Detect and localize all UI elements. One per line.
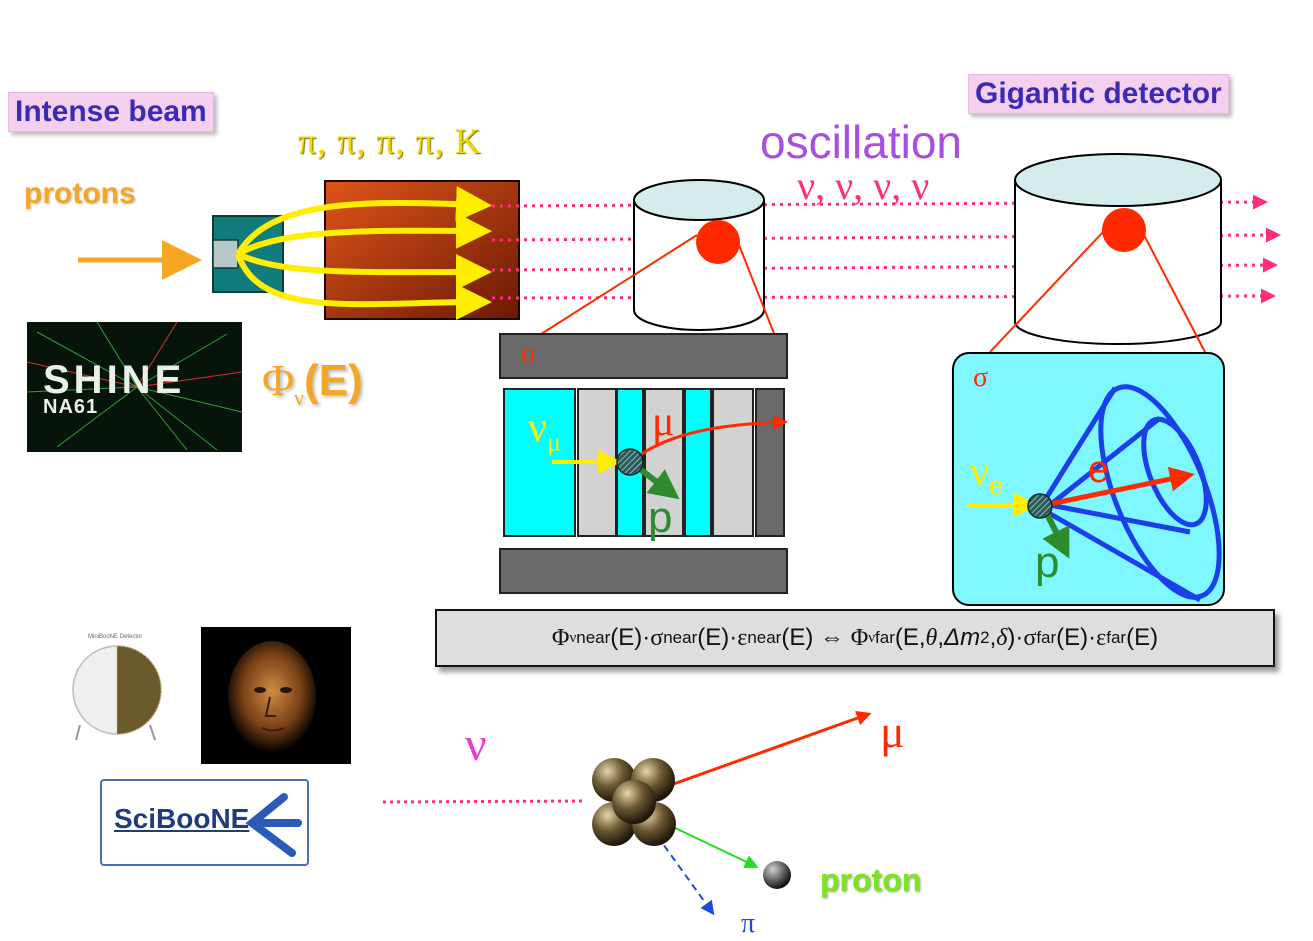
sculpture-photo <box>201 627 351 764</box>
formula-e-2: (E)· <box>697 624 738 651</box>
formula-far-1: far <box>875 628 895 647</box>
oscillation-label: oscillation <box>760 116 962 168</box>
formula-args: (E, <box>894 624 926 651</box>
formula-sigma-far: σ <box>1023 624 1037 651</box>
meson-beam-arrows <box>235 186 492 321</box>
shine-tracks <box>27 322 242 451</box>
far-detector-zoom <box>952 352 1225 606</box>
flux-sub: ν <box>294 384 305 410</box>
proton-bottom-label: proton <box>820 862 922 898</box>
shine-logo-text: SHINE <box>43 358 186 402</box>
formula-far-3: far <box>1106 628 1127 647</box>
ejected-proton <box>763 861 791 889</box>
sciboone-logo: SciBooNE <box>100 779 309 866</box>
p-far-label: p <box>1035 538 1060 587</box>
sciboone-logo-mark <box>245 793 302 857</box>
flux-phi: Φ <box>262 356 295 405</box>
formula-e-4: (E)· <box>1056 624 1097 651</box>
nu-e-base: ν <box>970 449 989 495</box>
miniboone-caption: MiniBooNE Detector <box>88 634 143 640</box>
mu-bottom-label: μ <box>880 706 905 757</box>
pi-bottom-label: π <box>741 908 756 939</box>
mu-near-label: μ <box>652 399 675 445</box>
formula-sq: 2 <box>980 628 990 647</box>
flux-arg: (E) <box>304 356 363 405</box>
formula-nu-far: ν <box>868 629 876 646</box>
formula-theta: θ <box>925 624 938 651</box>
nu-mu-base: ν <box>528 405 547 451</box>
formula-e-1: (E)· <box>610 624 651 651</box>
shine-na61-logo: SHINE NA61 <box>27 322 242 452</box>
nu-mu-label: νμ <box>528 404 561 457</box>
formula-delta: δ <box>996 624 1008 651</box>
nu-bottom-label: ν <box>465 718 487 771</box>
formula-near-1: near <box>576 628 611 647</box>
formula-close: )· <box>1007 624 1024 651</box>
far-detector-cylinder <box>989 153 1222 353</box>
formula-phi-near: Φ <box>551 624 570 651</box>
protons-label: protons <box>24 177 136 210</box>
formula-eps-far: ε <box>1096 624 1107 651</box>
nu-e-label: νe <box>970 448 1003 501</box>
intense-beam-label: Intense beam <box>8 92 214 132</box>
neutrinos-label: ν, ν, ν, ν <box>797 163 930 208</box>
near-detector-zoom <box>499 333 788 594</box>
na61-logo-text: NA61 <box>43 396 99 418</box>
formula-eps-near: ε <box>737 624 748 651</box>
e-far-label: e <box>1088 449 1110 491</box>
formula-phi-far: Φ <box>850 624 869 651</box>
formula-e-3: (E) <box>781 624 814 651</box>
formula-comma-2: , <box>989 624 997 651</box>
formula-near-3: near <box>747 628 782 647</box>
nu-e-sub: e <box>989 470 1004 501</box>
near-detector-cylinder <box>537 179 776 337</box>
formula-sigma-near: σ <box>650 624 664 651</box>
mesons-label: π, π, π, π, K <box>298 121 482 161</box>
flux-label: Φν(E) <box>262 355 363 411</box>
nucleus-interaction <box>382 710 872 916</box>
target-horn <box>212 215 284 293</box>
gigantic-detector-label: Gigantic detector <box>968 74 1229 114</box>
nucleus <box>592 758 676 846</box>
formula-dm: Δm <box>944 624 981 651</box>
sigma-far-label: σ <box>973 362 989 393</box>
sigma-near-label: σ <box>521 338 537 369</box>
miniboone-detector-image <box>72 645 162 741</box>
formula-nu-near: ν <box>569 629 577 646</box>
formula-equiv: ⇔ <box>813 624 851 651</box>
formula-e-5: (E) <box>1126 624 1159 651</box>
near-interaction-point <box>696 220 740 264</box>
sciboone-logo-text: SciBooNE <box>114 803 250 834</box>
formula-near-2: near <box>663 628 698 647</box>
formula-far-2: far <box>1036 628 1057 647</box>
far-interaction-point <box>1102 208 1146 252</box>
p-near-label: p <box>648 493 673 542</box>
formula-comma-1: , <box>937 624 945 651</box>
nu-mu-sub: μ <box>547 427 561 457</box>
